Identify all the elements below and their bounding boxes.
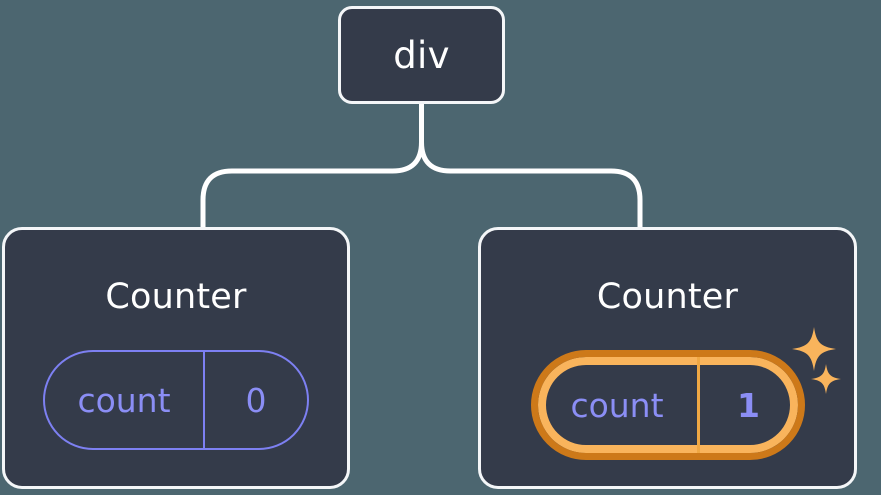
state-pill-key-right: count [538,357,700,453]
state-pill-key-left: count [45,352,205,448]
state-pill-value-right: 1 [737,385,760,425]
edge-root-to-left-counter [200,101,424,230]
node-root-div[interactable]: div [338,6,505,104]
state-pill-wrap-left: count 0 [5,350,347,450]
node-counter-left[interactable]: Counter count 0 [2,227,350,489]
node-counter-right-title: Counter [596,277,739,317]
edge-root-to-right-counter [419,101,643,230]
state-pill-count-left[interactable]: count 0 [43,350,309,450]
state-pill-value-left: 0 [245,380,267,420]
node-root-label: div [393,33,450,77]
state-pill-count-right[interactable]: count 1 [530,350,805,460]
state-pill-wrap-right: count 1 [481,350,854,460]
node-counter-right[interactable]: Counter count 1 [478,227,857,489]
node-counter-left-title: Counter [105,277,247,317]
